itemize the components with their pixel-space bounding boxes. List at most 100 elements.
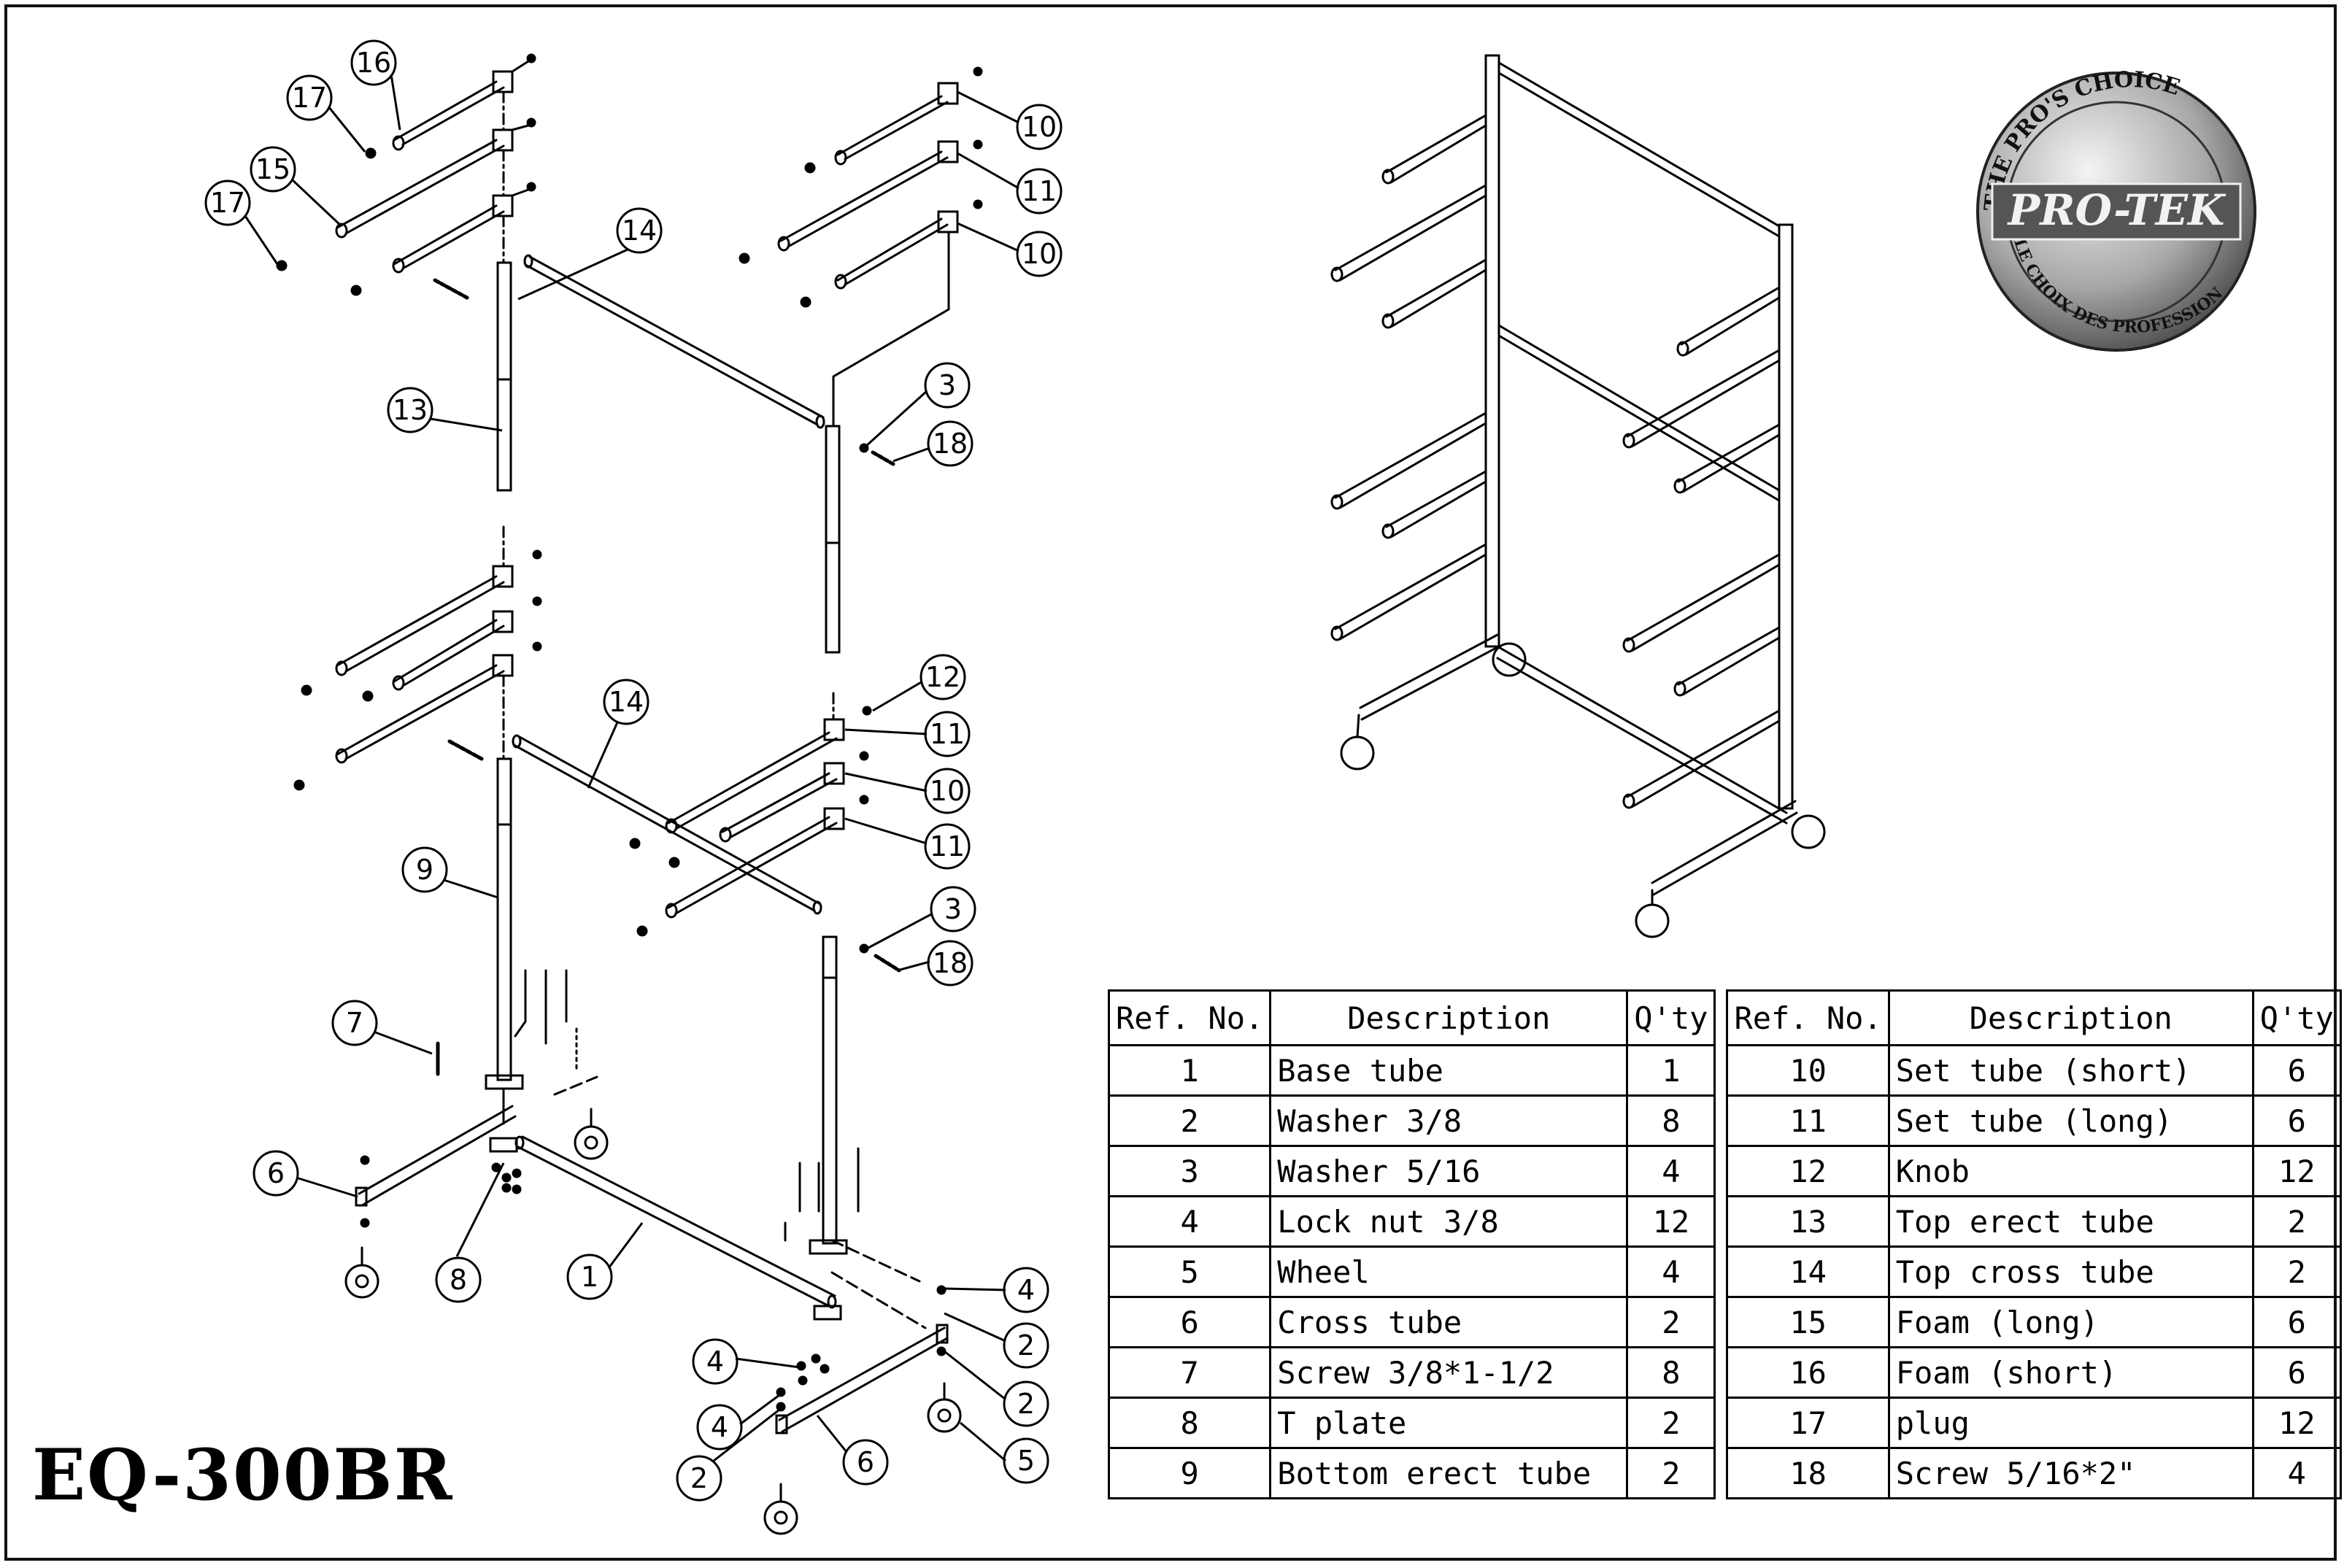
ref-no-cell: 17: [1726, 1397, 1890, 1449]
callout-11: 11: [930, 718, 965, 750]
callout-18: 18: [933, 947, 968, 979]
table-divider: [1713, 1196, 1729, 1247]
callout-14: 14: [622, 215, 657, 247]
table-divider: [1713, 1448, 1729, 1499]
description-cell: Top cross tube: [1887, 1245, 2254, 1298]
callout-1: 1: [581, 1261, 598, 1293]
callout-6: 6: [267, 1157, 285, 1189]
callout-6: 6: [857, 1446, 874, 1478]
top-cross-tube-upper: [523, 254, 825, 429]
ref-no-cell: 11: [1726, 1094, 1890, 1147]
lower-left-foam-arms: [293, 525, 542, 791]
lower-right-foam-arms: [629, 692, 872, 937]
callout-2: 2: [1017, 1329, 1035, 1362]
callout-bubbles: 16 17 15 17 14 13 10 11 10 3 18 14 12 11…: [204, 39, 1063, 1502]
bottom-erect-tube-right: [822, 935, 901, 1245]
bottom-erect-tube-left: [496, 757, 512, 1081]
ref-no-cell: 2: [1107, 1094, 1272, 1147]
top-erect-tube-right: [825, 425, 895, 654]
callout-2: 2: [690, 1462, 708, 1494]
table-divider: [1713, 1397, 1729, 1448]
qty-cell: 12: [1626, 1195, 1716, 1248]
description-cell: Washer 3/8: [1269, 1094, 1629, 1147]
upper-right-foam-arms: [739, 66, 983, 428]
callout-4: 4: [706, 1345, 724, 1378]
qty-cell: 4: [1626, 1145, 1716, 1197]
col-description: Description: [1887, 989, 2254, 1046]
description-cell: T plate: [1269, 1397, 1629, 1449]
assembled-rack: [1330, 54, 1826, 938]
table-divider: [1713, 1095, 1729, 1146]
callout-5: 5: [1017, 1445, 1035, 1477]
callout-10: 10: [930, 775, 965, 807]
callout-4: 4: [711, 1411, 728, 1443]
ref-no-cell: 14: [1726, 1245, 1890, 1298]
description-cell: Foam (long): [1887, 1296, 2254, 1348]
ref-no-cell: 7: [1107, 1346, 1272, 1399]
description-cell: Cross tube: [1269, 1296, 1629, 1348]
callout-15: 15: [255, 153, 290, 185]
table-divider: [1713, 1246, 1729, 1297]
description-cell: Bottom erect tube: [1269, 1447, 1629, 1499]
logo-bottom-text: LE CHOIX DES PROFESSIONNELS: [0, 0, 2227, 337]
upper-left-foam-arms: [276, 53, 536, 300]
ref-no-cell: 1: [1107, 1044, 1272, 1097]
table-divider: [1713, 1297, 1729, 1348]
ref-no-cell: 18: [1726, 1447, 1890, 1499]
col-qty: Q'ty: [2251, 989, 2342, 1046]
description-cell: Screw 3/8*1-1/2: [1269, 1346, 1629, 1399]
qty-cell: 6: [2251, 1044, 2342, 1097]
callout-10: 10: [1022, 238, 1057, 270]
callout-11: 11: [930, 830, 965, 862]
t-plates-and-screws: [436, 969, 860, 1321]
description-cell: Wheel: [1269, 1245, 1629, 1298]
description-cell: Set tube (short): [1887, 1044, 2254, 1097]
col-ref-no: Ref. No.: [1726, 989, 1890, 1046]
qty-cell: 4: [2251, 1447, 2342, 1499]
qty-cell: 2: [2251, 1245, 2342, 1298]
base-tube: [514, 1075, 837, 1309]
ref-no-cell: 9: [1107, 1447, 1272, 1499]
callout-10: 10: [1022, 111, 1057, 143]
description-cell: Washer 5/16: [1269, 1145, 1629, 1197]
callout-12: 12: [925, 661, 960, 693]
callout-18: 18: [933, 428, 968, 460]
table-divider: [1713, 990, 1729, 1046]
callout-9: 9: [416, 854, 433, 886]
qty-cell: 2: [1626, 1397, 1716, 1449]
drawing-frame: [4, 4, 2337, 1561]
qty-cell: 2: [1626, 1447, 1716, 1499]
table-header-row: Ref. No. Description Q'ty Ref. No. Descr…: [1107, 989, 2342, 1046]
description-cell: Set tube (long): [1887, 1094, 2254, 1147]
callout-17: 17: [210, 187, 245, 219]
qty-cell: 6: [2251, 1346, 2342, 1399]
top-erect-tube-left: [496, 261, 512, 492]
callout-8: 8: [450, 1264, 467, 1296]
qty-cell: 12: [2251, 1145, 2342, 1197]
description-cell: Screw 5/16*2": [1887, 1447, 2254, 1499]
qty-cell: 6: [2251, 1296, 2342, 1348]
callout-4: 4: [1017, 1274, 1035, 1306]
callout-3: 3: [944, 893, 962, 925]
callout-2: 2: [1017, 1388, 1035, 1420]
description-cell: Foam (short): [1887, 1346, 2254, 1399]
callout-17: 17: [292, 82, 327, 114]
qty-cell: 1: [1626, 1044, 1716, 1097]
callout-11: 11: [1022, 175, 1057, 207]
qty-cell: 6: [2251, 1094, 2342, 1147]
table-divider: [1713, 1347, 1729, 1398]
col-description: Description: [1269, 989, 1629, 1046]
pro-tek-logo: THE PRO'S CHOICE LE CHOIX DES PROFESSION…: [0, 0, 2256, 352]
description-cell: Lock nut 3/8: [1269, 1195, 1629, 1248]
col-qty: Q'ty: [1626, 989, 1716, 1046]
ref-no-cell: 6: [1107, 1296, 1272, 1348]
description-cell: Knob: [1887, 1145, 2254, 1197]
qty-cell: 12: [2251, 1397, 2342, 1449]
